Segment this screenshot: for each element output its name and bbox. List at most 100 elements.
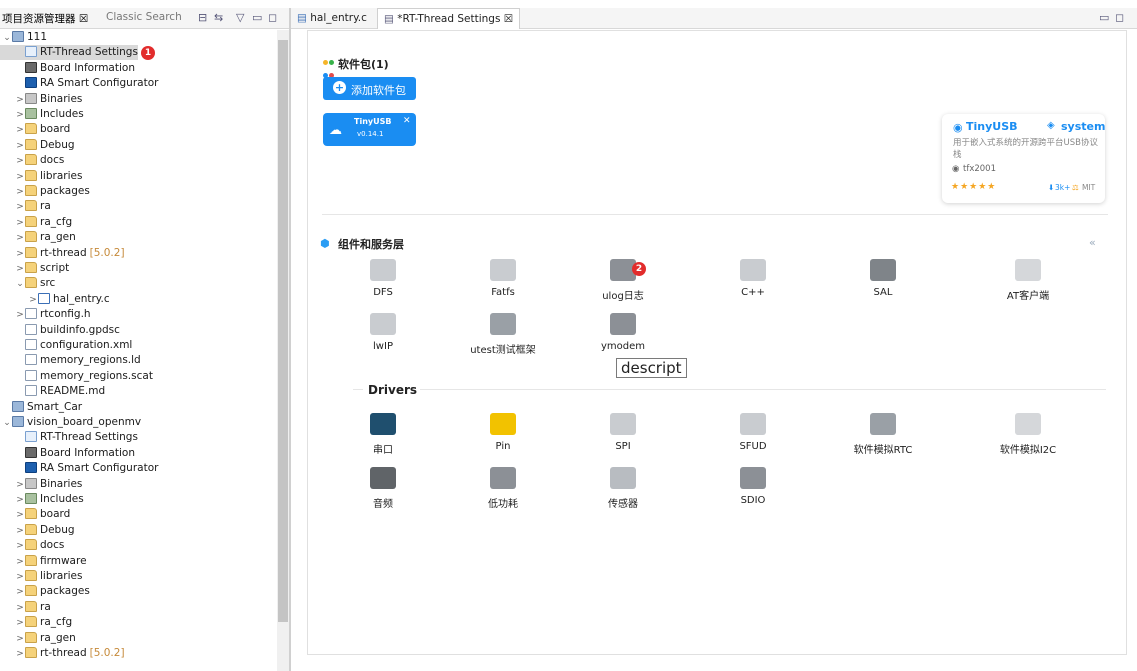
tree-item[interactable]: >Binaries — [0, 477, 82, 492]
collapse-arrow-icon[interactable]: ⌄ — [3, 33, 11, 43]
tree-item[interactable]: ⌄111 — [0, 30, 47, 45]
driver-item[interactable]: Pin — [448, 413, 558, 452]
expand-arrow-icon[interactable]: > — [16, 94, 24, 105]
tree-item[interactable]: >ra — [0, 600, 51, 615]
tree-scrollbar-thumb[interactable] — [278, 40, 288, 622]
driver-item[interactable]: 软件模拟RTC — [828, 413, 938, 456]
expand-arrow-icon[interactable]: > — [16, 633, 24, 644]
tree-item[interactable]: configuration.xml — [0, 338, 132, 353]
tree-item[interactable]: >ra_gen — [0, 631, 76, 646]
expand-arrow-icon[interactable]: > — [16, 602, 24, 613]
expand-arrow-icon[interactable]: > — [16, 110, 24, 120]
component-item[interactable]: ulog日志 — [568, 259, 678, 302]
expand-arrow-icon[interactable]: > — [16, 171, 24, 182]
tree-item[interactable]: RA Smart Configurator — [0, 76, 158, 91]
add-package-button[interactable]: + 添加软件包 — [323, 77, 416, 100]
tree-item[interactable]: >Debug — [0, 138, 75, 153]
panel-sash[interactable] — [289, 8, 291, 671]
expand-arrow-icon[interactable]: > — [16, 541, 24, 552]
driver-item[interactable]: 串口 — [328, 413, 438, 456]
tree-item[interactable]: >script — [0, 261, 69, 276]
component-item[interactable]: C++ — [698, 259, 808, 298]
tree-item[interactable]: >docs — [0, 153, 64, 168]
tree-item[interactable]: >docs — [0, 538, 64, 553]
expand-arrow-icon[interactable]: > — [16, 649, 24, 659]
expand-arrow-icon[interactable]: > — [16, 140, 24, 151]
tab-rt-thread-settings[interactable]: ▤ *RT-Thread Settings ☒ — [377, 8, 521, 29]
driver-item[interactable]: 传感器 — [568, 467, 678, 510]
component-item[interactable]: DFS — [328, 259, 438, 298]
tree-item[interactable]: ⌄src — [0, 276, 55, 291]
tree-item[interactable]: Smart_Car — [0, 400, 82, 415]
expand-arrow-icon[interactable]: > — [16, 187, 24, 197]
tree-item[interactable]: memory_regions.ld — [0, 353, 141, 368]
driver-item[interactable]: SDIO — [698, 467, 808, 506]
tree-item[interactable]: RT-Thread Settings — [0, 45, 138, 61]
link-editor-icon[interactable]: ⇆ — [214, 11, 224, 24]
component-item[interactable]: SAL — [828, 259, 938, 298]
tree-item[interactable]: >firmware — [0, 554, 87, 569]
tree-item[interactable]: >board — [0, 507, 70, 522]
tree-item[interactable]: Board Information — [0, 446, 135, 461]
expand-arrow-icon[interactable]: > — [16, 556, 24, 567]
component-item[interactable]: Fatfs — [448, 259, 558, 298]
tree-item[interactable]: ⌄vision_board_openmv — [0, 415, 141, 430]
component-item[interactable]: AT客户端 — [973, 259, 1083, 302]
expand-arrow-icon[interactable]: > — [16, 618, 24, 629]
component-item[interactable]: lwIP — [328, 313, 438, 352]
expand-arrow-icon[interactable]: > — [16, 217, 24, 228]
component-item[interactable]: utest测试框架 — [448, 313, 558, 356]
package-card-tinyusb[interactable]: ☁ TinyUSB v0.14.1 ✕ — [323, 113, 416, 146]
tree-item[interactable]: memory_regions.scat — [0, 369, 153, 384]
expand-arrow-icon[interactable]: > — [16, 510, 24, 521]
minimize-icon[interactable]: ▭ — [252, 11, 263, 24]
driver-item[interactable]: SPI — [568, 413, 678, 452]
tree-item[interactable]: RA Smart Configurator — [0, 461, 158, 476]
expand-arrow-icon[interactable]: > — [16, 264, 24, 274]
tree-item[interactable]: >libraries — [0, 569, 82, 584]
tree-item[interactable]: >rt-thread[5.0.2] — [0, 646, 125, 661]
expand-arrow-icon[interactable]: > — [16, 587, 24, 598]
expand-arrow-icon[interactable]: > — [29, 294, 37, 305]
tab-classic-search[interactable]: Classic Search — [106, 11, 182, 23]
driver-item[interactable]: 低功耗 — [448, 467, 558, 510]
expand-arrow-icon[interactable]: > — [16, 525, 24, 536]
tree-item[interactable]: >Binaries — [0, 92, 82, 107]
tree-item[interactable]: buildinfo.gpdsc — [0, 323, 120, 338]
expand-arrow-icon[interactable]: > — [16, 156, 24, 167]
tree-item[interactable]: >libraries — [0, 169, 82, 184]
tab-project-explorer[interactable]: 项目资源管理器 ☒ — [2, 13, 89, 25]
expand-arrow-icon[interactable]: > — [16, 202, 24, 213]
collapse-all-icon[interactable]: ⊟ — [198, 11, 208, 24]
expand-arrow-icon[interactable]: > — [16, 479, 24, 490]
driver-item[interactable]: 音频 — [328, 467, 438, 510]
expand-arrow-icon[interactable]: > — [16, 125, 24, 136]
tree-item[interactable]: >board — [0, 122, 70, 137]
tree-item[interactable]: >ra_cfg — [0, 215, 72, 230]
expand-arrow-icon[interactable]: > — [16, 233, 24, 244]
tree-item[interactable]: >Debug — [0, 523, 75, 538]
tree-item[interactable]: >Includes — [0, 107, 84, 122]
collapse-arrow-icon[interactable]: ⌄ — [3, 418, 11, 428]
expand-arrow-icon[interactable]: > — [16, 310, 24, 321]
collapse-panel-icon[interactable]: « — [1089, 236, 1096, 249]
tree-item[interactable]: RT-Thread Settings — [0, 430, 138, 445]
tree-item[interactable]: >packages — [0, 584, 90, 599]
tree-item[interactable]: Board Information — [0, 61, 135, 76]
view-menu-icon[interactable]: ▽ — [236, 11, 245, 24]
tree-item[interactable]: >ra_cfg — [0, 615, 72, 630]
tree-item[interactable]: README.md — [0, 384, 105, 399]
driver-item[interactable]: SFUD — [698, 413, 808, 452]
tree-item[interactable]: >rtconfig.h — [0, 307, 91, 322]
tree-item[interactable]: >hal_entry.c — [0, 292, 110, 307]
expand-arrow-icon[interactable]: > — [16, 248, 24, 259]
tree-item[interactable]: >ra — [0, 199, 51, 214]
driver-item[interactable]: 软件模拟I2C — [973, 413, 1083, 456]
tree-item[interactable]: >packages — [0, 184, 90, 199]
editor-maximize-icon[interactable]: ◻ — [1115, 11, 1125, 24]
editor-minimize-icon[interactable]: ▭ — [1099, 11, 1110, 24]
collapse-arrow-icon[interactable]: ⌄ — [16, 279, 24, 290]
tab-hal-entry[interactable]: ▤ hal_entry.c — [291, 8, 373, 28]
expand-arrow-icon[interactable]: > — [16, 495, 24, 505]
maximize-icon[interactable]: ◻ — [268, 11, 278, 24]
